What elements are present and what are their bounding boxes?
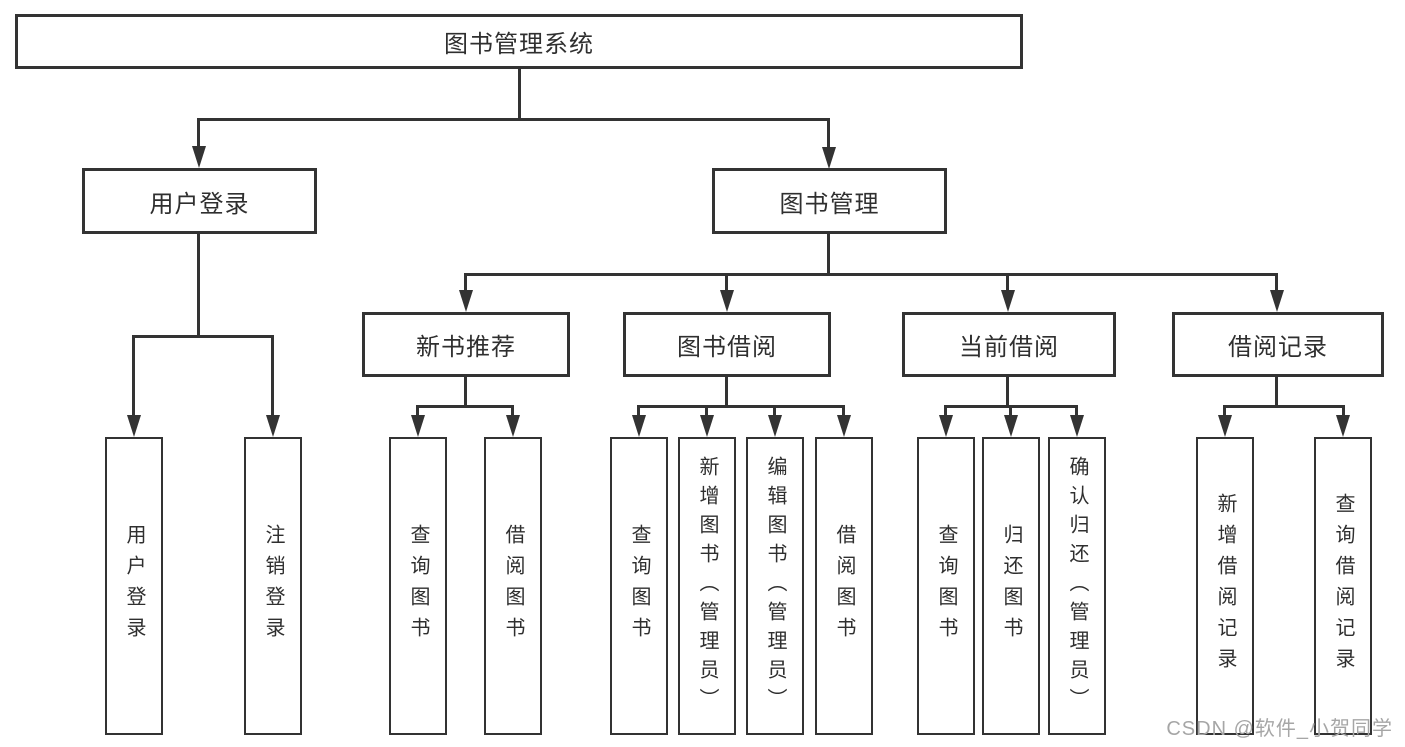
node-new-book-recommend: 新书推荐	[362, 312, 570, 377]
edge-group4-rail	[1223, 405, 1345, 408]
edge-group4-drop1	[1223, 405, 1226, 417]
node-root: 图书管理系统	[15, 14, 1023, 69]
leaf-query-book-recommend: 查询图书	[389, 437, 447, 735]
leaf-edit-book-admin: 编辑图书（管理员）	[746, 437, 804, 735]
edge-group2-drop3	[773, 405, 776, 417]
edge-group2-rail	[637, 405, 845, 408]
arrowhead-edit-book	[768, 415, 782, 437]
leaf-return-book: 归还图书	[982, 437, 1040, 735]
edge-level2-rail	[197, 118, 830, 121]
edge-group4-stem	[1275, 377, 1278, 407]
leaf-add-borrow-record: 新增借阅记录	[1196, 437, 1254, 735]
edge-group4-drop2	[1342, 405, 1345, 417]
leaf-confirm-return-admin: 确认归还（管理员）	[1048, 437, 1106, 735]
edge-group1-drop2	[511, 405, 514, 417]
edge-to-book-management	[827, 118, 830, 148]
arrowhead-user-login	[192, 146, 206, 168]
edge-to-leaf-user-login	[132, 335, 135, 417]
arrowhead-current-borrow	[1001, 290, 1015, 312]
edge-group3-drop2	[1009, 405, 1012, 417]
arrowhead-book-borrow	[720, 290, 734, 312]
edge-group2-drop1	[637, 405, 640, 417]
arrowhead-leaf-logout	[266, 415, 280, 437]
arrowhead-return-book	[1004, 415, 1018, 437]
node-current-borrow: 当前借阅	[902, 312, 1116, 377]
edge-user-login-rail	[132, 335, 274, 338]
arrowhead-query-book-current	[939, 415, 953, 437]
edge-group2-stem	[725, 377, 728, 407]
edge-group1-rail	[416, 405, 514, 408]
node-borrow-record: 借阅记录	[1172, 312, 1384, 377]
arrowhead-add-borrow-record	[1218, 415, 1232, 437]
arrowhead-new-book-recommend	[459, 290, 473, 312]
edge-group2-drop2	[705, 405, 708, 417]
arrowhead-borrow-book	[837, 415, 851, 437]
edge-group3-drop3	[1075, 405, 1078, 417]
leaf-borrow-book: 借阅图书	[815, 437, 873, 735]
arrowhead-add-book	[700, 415, 714, 437]
edge-to-borrow-record	[1275, 273, 1278, 292]
leaf-query-borrow-record: 查询借阅记录	[1314, 437, 1372, 735]
arrowhead-query-book-borrow	[632, 415, 646, 437]
edge-root-stem	[518, 68, 521, 119]
node-book-borrow: 图书借阅	[623, 312, 831, 377]
node-book-management: 图书管理	[712, 168, 947, 234]
arrowhead-leaf-user-login	[127, 415, 141, 437]
arrowhead-borrow-record	[1270, 290, 1284, 312]
leaf-borrow-book-recommend: 借阅图书	[484, 437, 542, 735]
edge-book-management-stem	[827, 233, 830, 275]
arrowhead-query-book-recommend	[411, 415, 425, 437]
watermark: CSDN @软件_小贺同学	[1166, 718, 1393, 740]
arrowhead-borrow-book-recommend	[506, 415, 520, 437]
node-user-login: 用户登录	[82, 168, 317, 234]
leaf-add-book-admin: 新增图书（管理员）	[678, 437, 736, 735]
edge-group1-drop1	[416, 405, 419, 417]
edge-group3-stem	[1006, 377, 1009, 407]
leaf-user-login: 用户登录	[105, 437, 163, 735]
edge-to-user-login	[197, 118, 200, 148]
edge-to-new-book-recommend	[464, 273, 467, 292]
edge-group3-drop1	[944, 405, 947, 417]
arrowhead-confirm-return	[1070, 415, 1084, 437]
edge-group2-drop4	[842, 405, 845, 417]
edge-to-leaf-logout	[271, 335, 274, 417]
leaf-query-book-borrow: 查询图书	[610, 437, 668, 735]
edge-to-book-borrow	[725, 273, 728, 292]
leaf-query-book-current: 查询图书	[917, 437, 975, 735]
edge-level3-rail	[464, 273, 1278, 276]
edge-group1-stem	[464, 377, 467, 407]
arrowhead-book-management	[822, 147, 836, 169]
edge-to-current-borrow	[1006, 273, 1009, 292]
arrowhead-query-borrow-record	[1336, 415, 1350, 437]
edge-user-login-stem	[197, 233, 200, 336]
leaf-logout: 注销登录	[244, 437, 302, 735]
